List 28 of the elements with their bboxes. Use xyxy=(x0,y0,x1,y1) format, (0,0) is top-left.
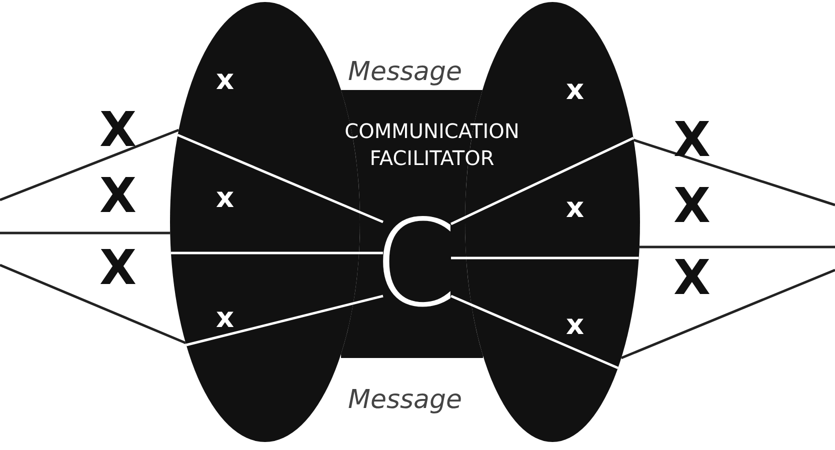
x-mark: X xyxy=(100,106,136,154)
x-mark: x xyxy=(216,184,234,212)
x-mark: x xyxy=(566,311,584,339)
connector-line xyxy=(0,232,170,234)
x-mark: x xyxy=(216,66,234,94)
x-mark: X xyxy=(100,172,136,220)
x-mark: x xyxy=(566,76,584,104)
message-label: Message xyxy=(348,387,462,413)
connector-line xyxy=(620,268,835,360)
heading-text: COMMUNICATION FACILITATOR xyxy=(344,118,520,172)
connector-line xyxy=(633,138,835,206)
connector-line xyxy=(450,136,634,226)
message-label: Message xyxy=(348,59,462,85)
connector-line xyxy=(451,256,639,260)
x-mark: X xyxy=(674,182,710,230)
x-mark: X xyxy=(674,116,710,164)
connector-line xyxy=(186,294,384,346)
x-mark: x xyxy=(566,194,584,222)
connector-line xyxy=(450,294,618,370)
connector-line xyxy=(0,128,180,202)
x-mark: x xyxy=(216,304,234,332)
connector-line xyxy=(177,134,384,224)
connector-line xyxy=(639,246,835,248)
connector-line xyxy=(170,252,383,254)
x-mark: X xyxy=(674,254,710,302)
c-letter: C xyxy=(373,205,457,325)
connector-line xyxy=(0,264,186,344)
x-mark: X xyxy=(100,244,136,292)
